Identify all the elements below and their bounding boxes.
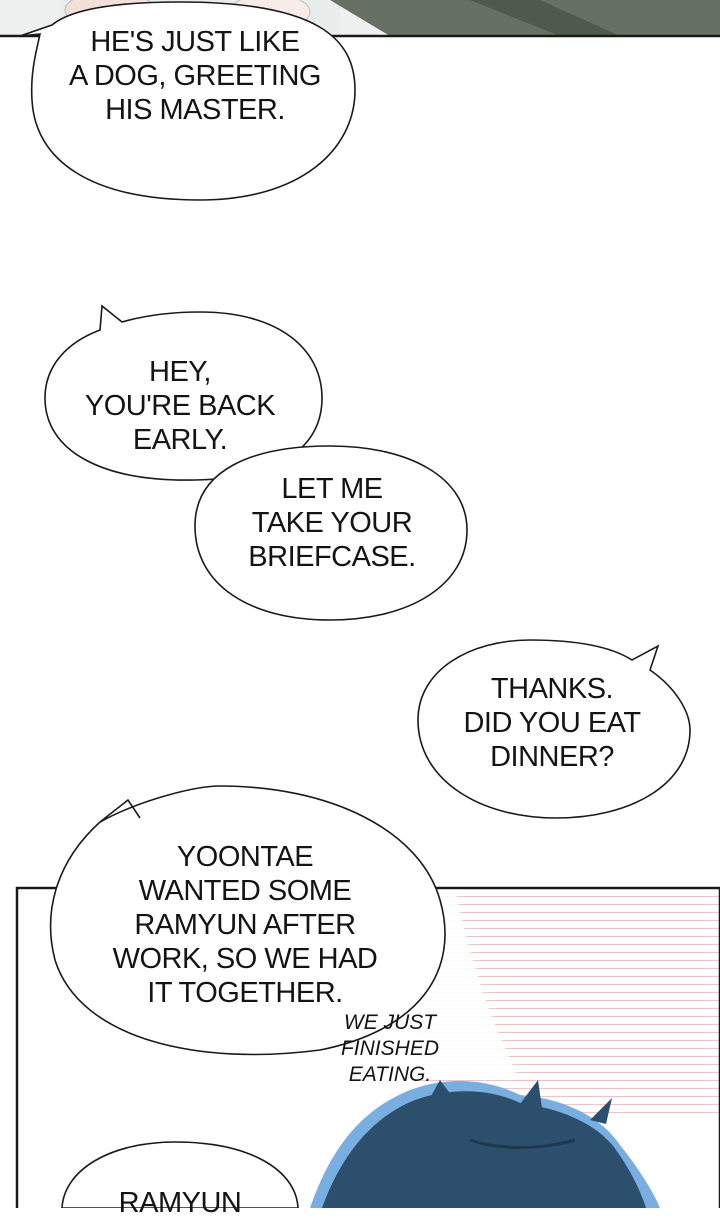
bubble-2-line: EARLY. xyxy=(132,424,228,456)
bubble-3-text: LET ME TAKE YOUR BRIEFCASE. xyxy=(182,472,482,574)
bubble-5-line: IT TOGETHER. xyxy=(147,977,343,1009)
bubble-2-line: YOU'RE BACK xyxy=(84,390,276,422)
bubble-5-line: WANTED SOME xyxy=(138,875,352,907)
speech-bubble-1 xyxy=(19,1,356,201)
aside-line: WE JUST xyxy=(343,1011,437,1034)
bubble-2-line: HEY, xyxy=(149,356,211,388)
speech-bubble-3 xyxy=(194,445,468,621)
bubble-1-line: HE'S JUST LIKE xyxy=(90,26,300,58)
bubble-4-line: DINNER? xyxy=(490,741,614,773)
aside-line: EATING. xyxy=(348,1063,432,1086)
bubble-4-line: THANKS. xyxy=(490,673,614,705)
speech-bubble-4 xyxy=(417,639,691,819)
bubble-5-line: YOONTAE xyxy=(176,841,314,873)
bubble-1-line: HIS MASTER. xyxy=(105,94,285,126)
bubble-6-line: RAMYUN xyxy=(118,1187,242,1219)
bubble-3-line: BRIEFCASE. xyxy=(248,541,416,573)
bubble-1-text: HE'S JUST LIKE A DOG, GREETING HIS MASTE… xyxy=(40,25,350,127)
bubble-4-text: THANKS. DID YOU EAT DINNER? xyxy=(402,672,702,774)
bubble-6-text: RAMYUN xyxy=(80,1186,280,1220)
bubble-5-line: RAMYUN AFTER xyxy=(134,909,356,941)
aside-line: FINISHED xyxy=(340,1037,439,1060)
bubble-3-line: LET ME xyxy=(281,473,383,505)
bubble-3-line: TAKE YOUR xyxy=(251,507,413,539)
speech-bubble-6 xyxy=(61,1141,299,1208)
aside-text: WE JUST FINISHED EATING. xyxy=(330,1010,450,1088)
bubble-1-line: A DOG, GREETING xyxy=(69,60,321,92)
bubble-5-line: WORK, SO WE HAD xyxy=(112,943,378,975)
bubble-2-text: HEY, YOU'RE BACK EARLY. xyxy=(30,355,330,457)
speech-bubble-5 xyxy=(49,785,446,1056)
bubble-4-line: DID YOU EAT xyxy=(463,707,641,739)
bubble-5-text: YOONTAE WANTED SOME RAMYUN AFTER WORK, S… xyxy=(95,840,395,1010)
